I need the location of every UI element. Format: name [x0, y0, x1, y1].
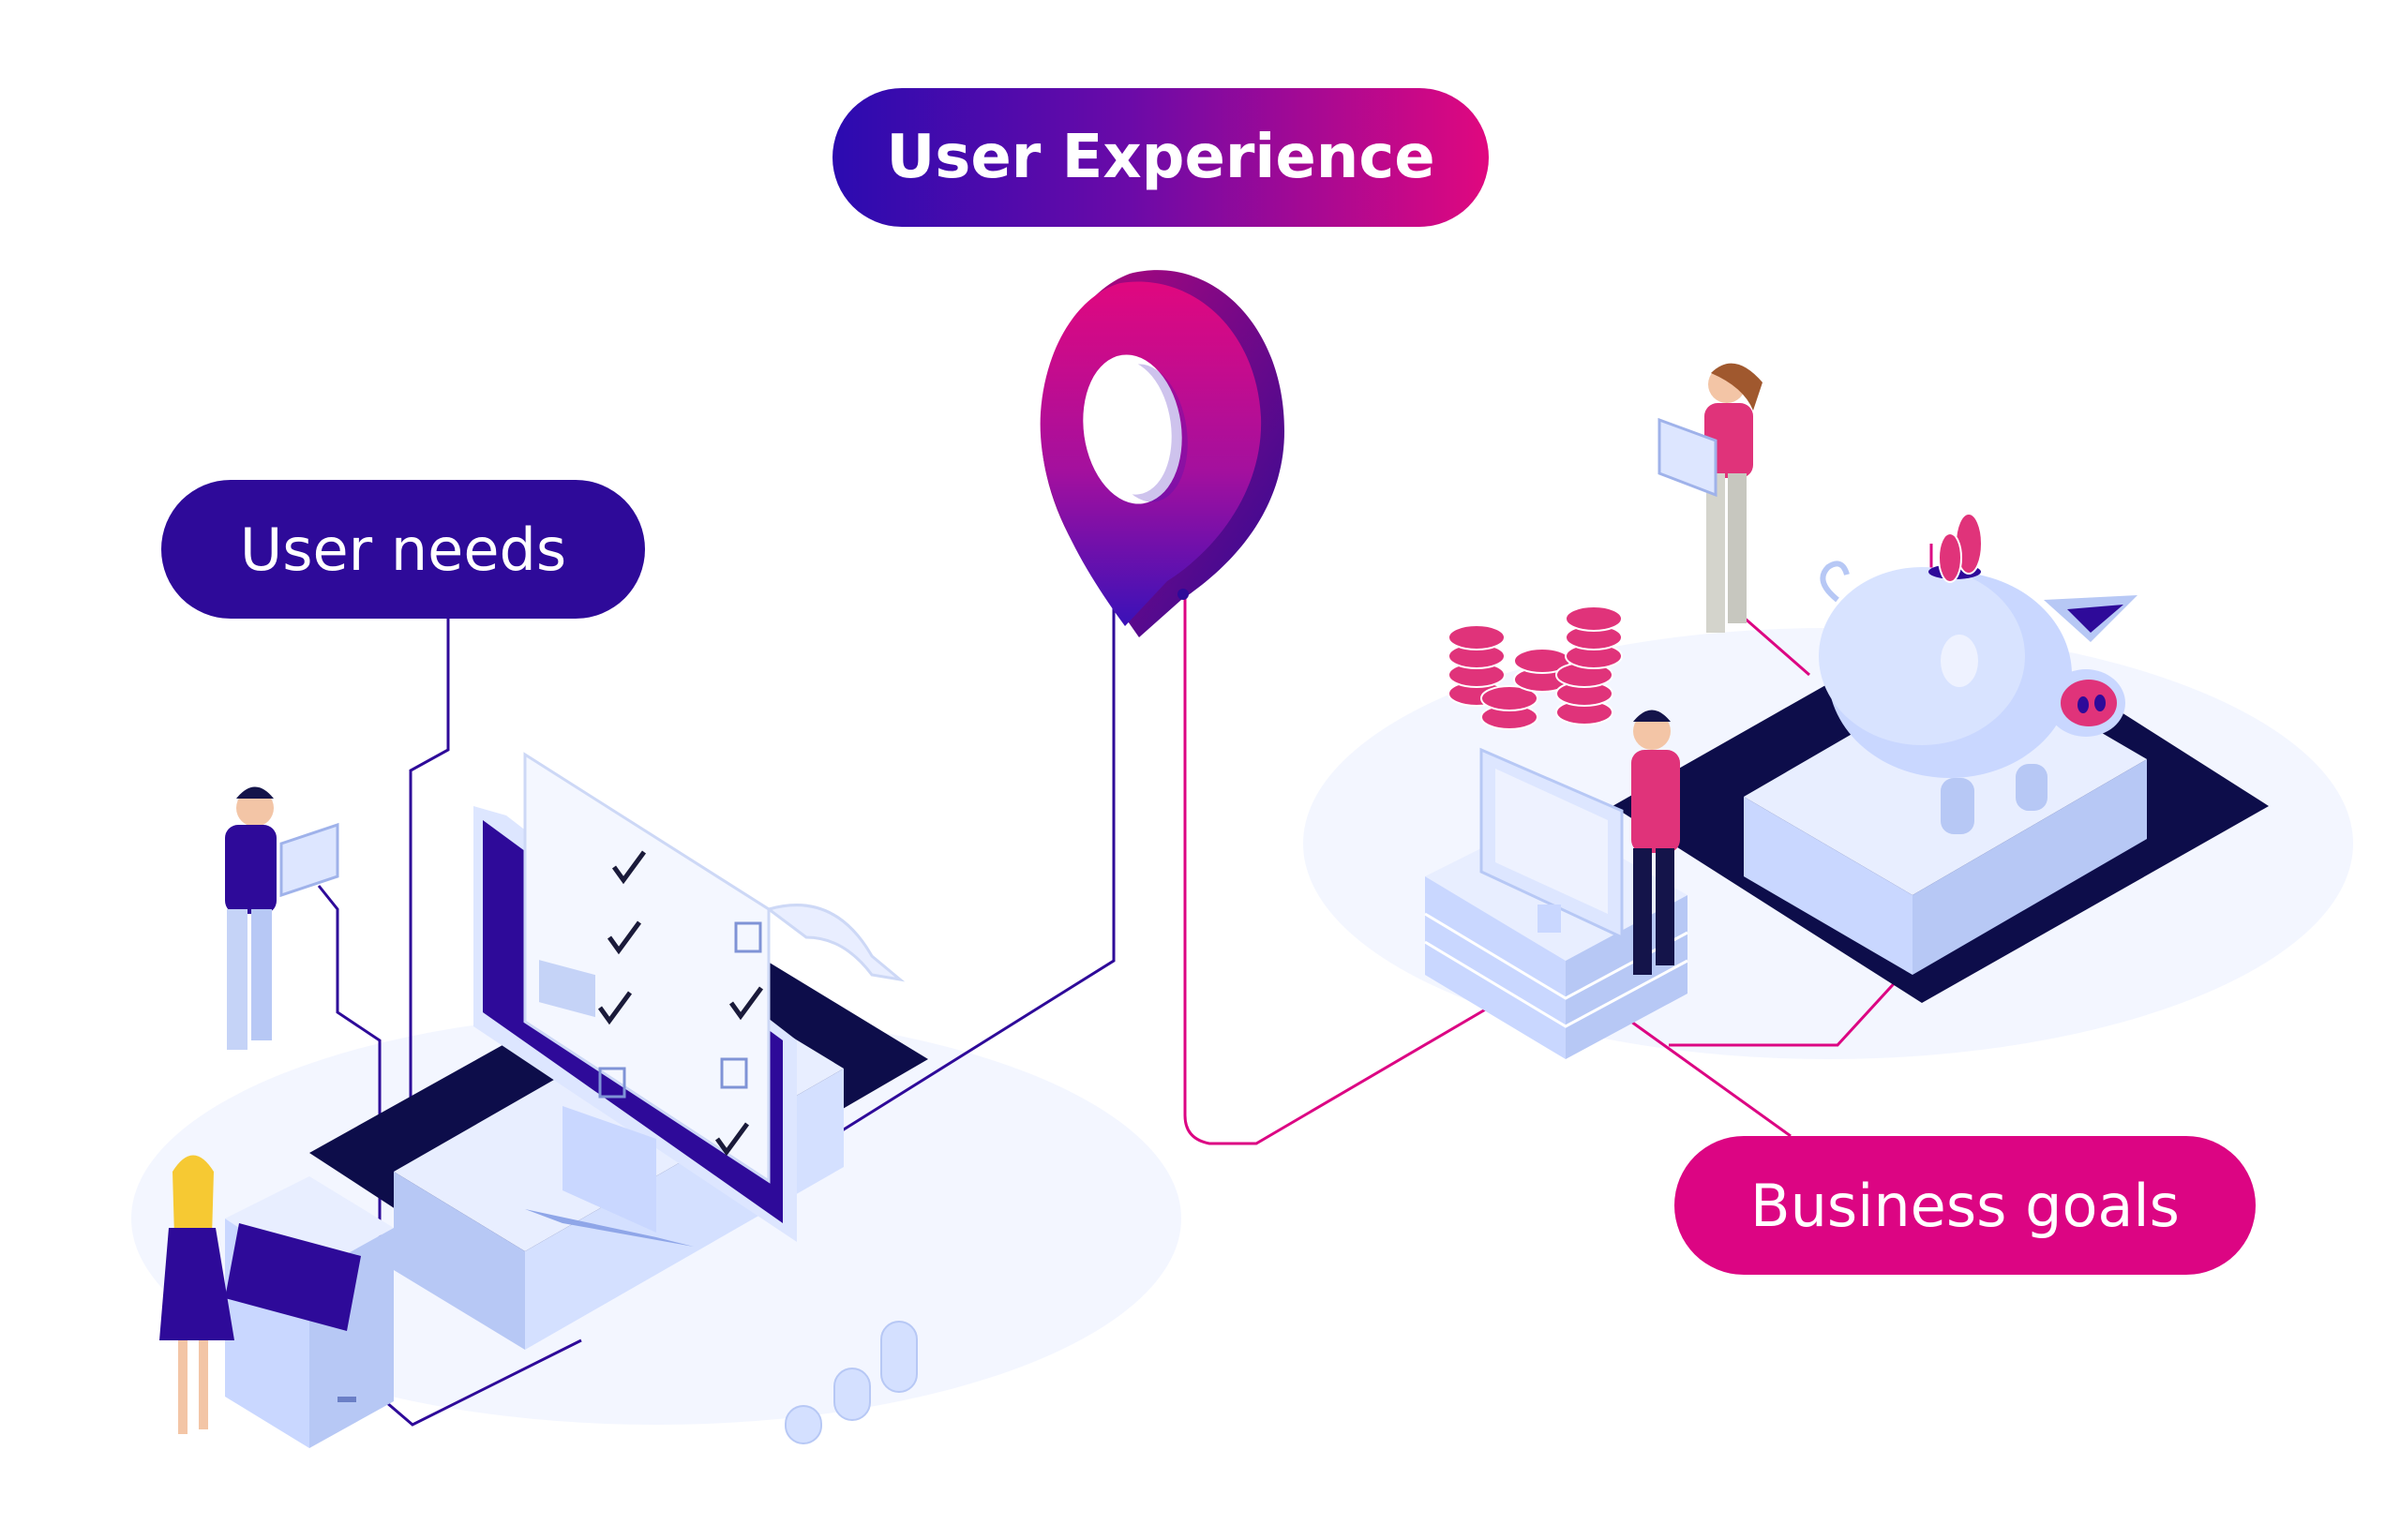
user-needs-text: User needs — [239, 515, 567, 584]
person-with-laptop — [1658, 363, 1762, 633]
location-pin-icon — [1040, 270, 1284, 637]
user-experience-text: User Experience — [886, 123, 1435, 192]
piggy-bank-icon — [1819, 513, 2138, 834]
woman-at-kiosk — [159, 1155, 234, 1434]
user-needs-label: User needs — [161, 480, 645, 619]
business-goals-text: Business goals — [1750, 1171, 2180, 1240]
coin-stack-icon — [1448, 606, 1623, 730]
business-goals-label: Business goals — [1674, 1136, 2256, 1275]
checkmark-icon — [597, 850, 764, 1157]
cylinder-stacks — [785, 1321, 918, 1444]
person-at-register — [1631, 710, 1680, 975]
checklist-document — [523, 752, 906, 1184]
kiosk-icon — [225, 1176, 394, 1448]
user-experience-label: User Experience — [832, 88, 1489, 227]
monitor-icon — [1479, 747, 1624, 940]
person-with-laptop — [225, 786, 339, 1050]
